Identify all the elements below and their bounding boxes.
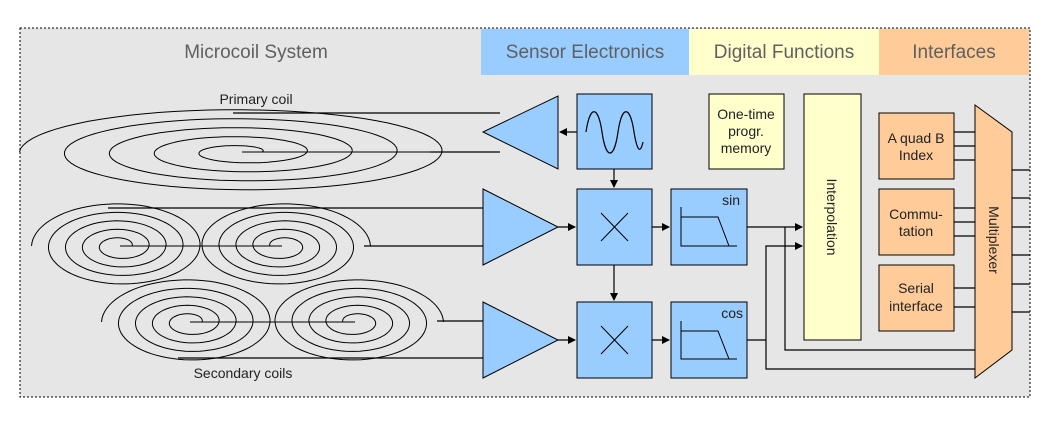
sine-wave-icon [585, 111, 644, 154]
secondary-coils-label: Secondary coils [194, 365, 293, 381]
aquadb-to-mux-wires [954, 131, 975, 161]
primary-coil-label: Primary coil [219, 91, 292, 107]
section-title-sensor: Sensor Electronics [506, 42, 664, 63]
section-interfaces: Interfaces [879, 29, 1029, 75]
filter-cos-label: cos [721, 305, 743, 321]
oscillator-block [576, 93, 653, 170]
interpolation-label: Interpolation [824, 178, 840, 255]
primary-driver-amplifier [481, 95, 559, 170]
commutation-block: Commu- tation [878, 188, 955, 256]
multiply-icon [600, 212, 629, 242]
section-bg-sensor [481, 29, 689, 75]
multiplexer-label: Multiplexer [986, 206, 1002, 274]
section-bg-interfaces [879, 29, 1029, 75]
lowpass-filter-icon [680, 321, 737, 360]
sin-channel-amplifier [482, 188, 560, 266]
primary-coil [19, 109, 443, 191]
serial-label-line2: interface [889, 298, 943, 314]
mux-output-wires [1012, 169, 1030, 313]
lowpass-filter-sin: sin [670, 188, 748, 266]
one-time-memory-block: One-time progr. memory [708, 93, 785, 170]
lowpass-filter-cos: cos [670, 301, 748, 379]
memory-label-line3: memory [721, 140, 772, 156]
serial-to-mux-wires [954, 287, 975, 308]
section-sensor-electronics: Sensor Electronics [481, 29, 689, 75]
lowpass-filter-icon [680, 207, 737, 247]
memory-label-line1: One-time [717, 106, 775, 122]
cos-channel-amplifier [482, 301, 560, 379]
commutation-label-line2: tation [899, 223, 933, 239]
filter-sin-label: sin [722, 192, 740, 208]
cos-to-mux-wire [765, 340, 976, 370]
commutation-label-line1: Commu- [889, 206, 943, 222]
secondary-coil-2a [101, 279, 271, 361]
multiplexer-block: Multiplexer [974, 104, 1013, 380]
section-microcoil-system: Microcoil System [184, 42, 328, 63]
memory-label-line2: progr. [728, 123, 764, 139]
secondary-coil-1a [31, 203, 201, 285]
multiply-icon [600, 325, 629, 355]
interpolation-block: Interpolation [803, 93, 862, 341]
section-bg-digital [689, 29, 879, 75]
aquadb-label-line1: A quad B [888, 130, 945, 146]
commutation-to-mux-wires [954, 207, 975, 237]
serial-label-line1: Serial [898, 280, 934, 296]
mixer-cos [576, 301, 653, 379]
aquadb-label-line2: Index [899, 147, 933, 163]
section-title-digital: Digital Functions [714, 42, 854, 63]
secondary-coil-2b [274, 279, 444, 361]
section-digital-functions: Digital Functions [689, 29, 879, 75]
serial-interface-block: Serial interface [878, 264, 955, 332]
section-title-interfaces: Interfaces [912, 42, 995, 63]
section-title-microcoil: Microcoil System [184, 42, 328, 63]
aquadb-index-block: A quad B Index [878, 112, 955, 180]
cos-to-interp-arrow [765, 242, 803, 340]
mixer-sin [576, 188, 653, 266]
secondary-coil-1b [201, 203, 371, 285]
coils-group [19, 109, 444, 361]
sin-to-mux-wire [784, 227, 976, 351]
